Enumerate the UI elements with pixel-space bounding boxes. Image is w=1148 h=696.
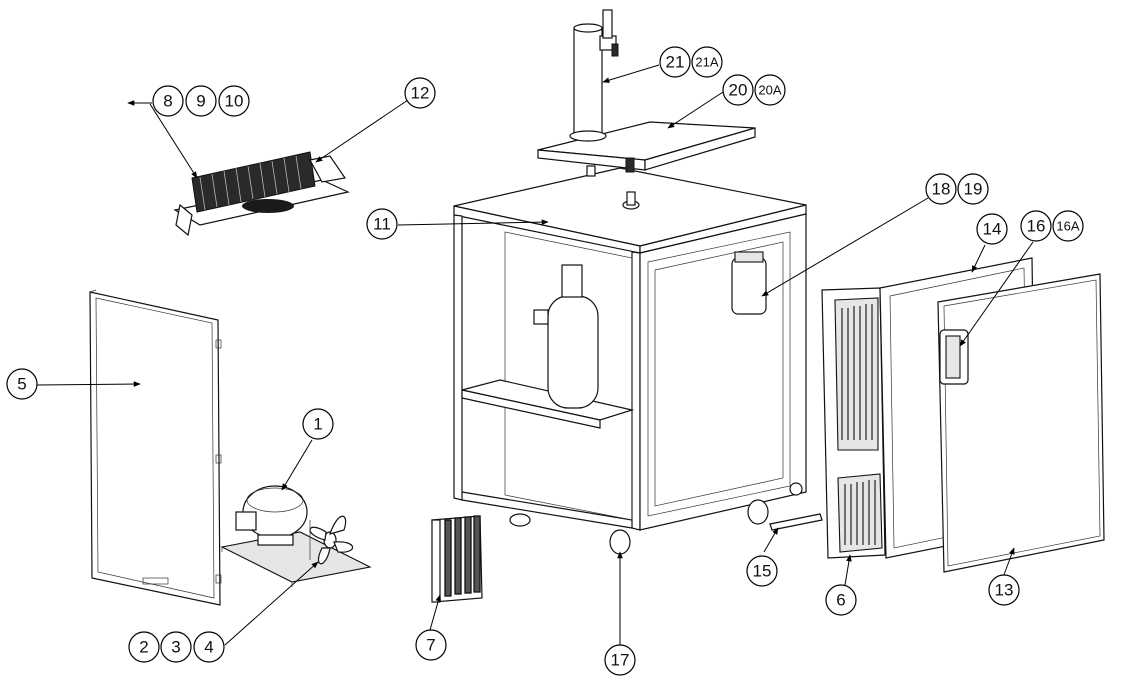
callout-label: 16 <box>1027 217 1046 236</box>
kick-plate-part <box>769 513 823 531</box>
evaporator-coil-part <box>173 151 350 237</box>
cabinet-frame-part <box>453 167 807 555</box>
callout-15: 15 <box>746 555 778 587</box>
callout-label: 8 <box>163 92 172 111</box>
door-part <box>937 273 1105 573</box>
callout-10: 10 <box>218 85 250 117</box>
drip-tray-part <box>537 121 756 177</box>
callout-label: 7 <box>426 636 435 655</box>
callout-label: 9 <box>196 92 205 111</box>
louvered-grille-part <box>821 287 886 559</box>
leader-lines <box>36 64 1034 646</box>
callout-label: 13 <box>995 581 1014 600</box>
callout-21a: 21A <box>691 46 723 78</box>
callout-21: 21 <box>659 46 691 78</box>
callout-label: 14 <box>983 220 1002 239</box>
callout-19: 19 <box>957 173 989 205</box>
callout-12: 12 <box>404 77 436 109</box>
callout-6: 6 <box>825 584 857 616</box>
callout-label: 21 <box>666 53 685 72</box>
callout-1: 1 <box>302 408 334 440</box>
callout-label: 2 <box>139 638 148 657</box>
callout-label: 3 <box>171 638 180 657</box>
callout-4: 4 <box>193 631 225 663</box>
side-panel-part <box>89 289 222 606</box>
callout-5: 5 <box>6 368 38 400</box>
callout-label: 1 <box>313 415 322 434</box>
callout-7: 7 <box>415 629 447 661</box>
callout-9: 9 <box>185 85 217 117</box>
callout-label: 15 <box>753 562 772 581</box>
callout-20: 20 <box>722 74 754 106</box>
callout-8: 8 <box>152 85 184 117</box>
callout-label: 17 <box>611 651 630 670</box>
callout-14: 14 <box>976 213 1008 245</box>
callout-11: 11 <box>366 208 398 240</box>
callout-label: 11 <box>373 215 391 234</box>
callout-label: 12 <box>411 84 430 103</box>
callout-2: 2 <box>128 631 160 663</box>
callout-17: 17 <box>604 644 636 676</box>
callout-3: 3 <box>160 631 192 663</box>
callout-label: 5 <box>17 375 26 394</box>
callout-13: 13 <box>988 574 1020 606</box>
callout-16: 16 <box>1020 210 1052 242</box>
callout-18: 18 <box>925 173 957 205</box>
beer-tower-part <box>569 9 619 142</box>
callout-label: 18 <box>932 180 951 199</box>
callout-16a: 16A <box>1052 210 1084 242</box>
callout-label: 6 <box>836 591 845 610</box>
compressor-assembly-part <box>220 485 372 587</box>
callout-label: 16A <box>1056 219 1079 234</box>
callout-label: 20A <box>758 83 781 98</box>
callout-label: 21A <box>695 55 718 70</box>
callout-label: 20 <box>729 81 748 100</box>
callout-label: 19 <box>964 180 983 199</box>
condenser-coil-part <box>431 515 483 603</box>
callout-label: 4 <box>204 638 213 657</box>
callout-20a: 20A <box>754 74 786 106</box>
callout-label: 10 <box>225 92 244 111</box>
